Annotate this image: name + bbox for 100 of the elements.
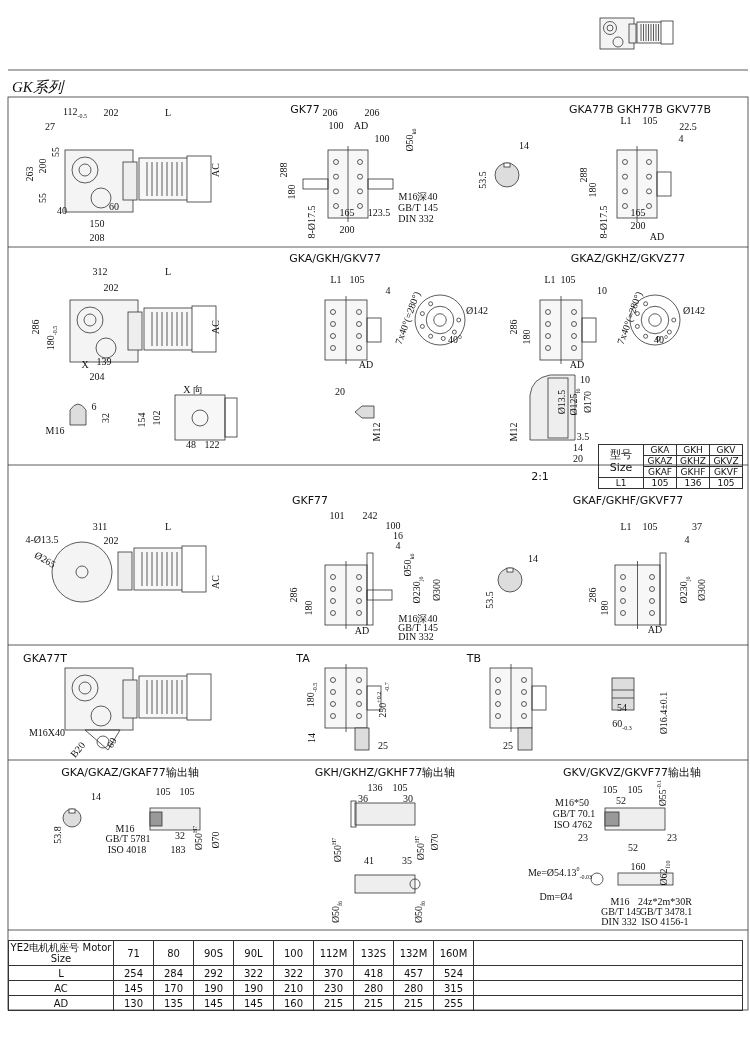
dimension-text: 60$_{-0.3}$ — [612, 719, 632, 731]
dimension-text: 200 — [630, 221, 646, 231]
dimension-text: 53.8 — [53, 826, 63, 844]
dimension-text: M16深40 — [398, 192, 438, 202]
dimension-text: 206 — [322, 108, 338, 118]
dimension-text: 122 — [204, 440, 220, 450]
dimension-text: M16 — [115, 824, 135, 834]
table-cell: AD — [8, 995, 114, 1011]
dimension-text: 10 — [580, 375, 590, 385]
table-cell: 254 — [113, 965, 154, 981]
table-cell: 190 — [193, 980, 234, 996]
dimension-text: 8-Ø17.5 — [307, 205, 317, 239]
view-title: TA — [296, 652, 310, 664]
dimension-text: GB/T 145 — [397, 203, 439, 213]
dimension-text: 101 — [329, 511, 345, 521]
dimension-text: ISO 4762 — [553, 820, 593, 830]
dimension-text: 4 — [684, 535, 690, 545]
dimension-text: Ø300 — [432, 578, 442, 602]
dimension-text: Ø70 — [430, 833, 440, 851]
dimension-text: GB/T 3478.1 — [639, 907, 693, 917]
dimension-text: Ø16.4±0.1 — [659, 691, 669, 735]
dimension-text: 105 — [392, 783, 408, 793]
dimension-text: M12 — [372, 422, 382, 442]
table-cell: 215 — [353, 995, 394, 1011]
dimension-text: 136 — [367, 783, 383, 793]
view-title: GKA/GKAZ/GKAF77输出轴 — [61, 766, 199, 778]
dimension-text: L1 — [544, 275, 556, 285]
dimension-text: 6 — [91, 402, 97, 412]
view-title: GKA77B GKH77B GKV77B — [569, 103, 711, 115]
dimension-text: Ø142 — [682, 306, 706, 316]
dimension-text: 40 — [57, 206, 67, 216]
dimension-text: 36 — [358, 794, 368, 804]
dimension-text: 4-Ø13.5 — [25, 535, 59, 545]
view-title: 2:1 — [531, 470, 549, 482]
dimension-text: 202 — [103, 536, 119, 546]
table-cell: GKH — [676, 444, 710, 456]
dimension-text: 14 — [91, 792, 101, 802]
dimension-text: 105 — [560, 275, 576, 285]
dimension-text: M16 — [45, 426, 65, 436]
dimension-text: 32 — [101, 413, 111, 423]
dimension-text: 102 — [152, 410, 162, 426]
table-cell: 292 — [193, 965, 234, 981]
view-title: GK77 — [290, 103, 320, 115]
dimension-text: 154 — [137, 412, 147, 428]
dimension-text: X — [81, 360, 89, 370]
dimension-text: AD — [354, 626, 370, 636]
dimension-text: 60 — [109, 202, 119, 212]
view-title: TB — [466, 652, 482, 664]
table-cell: 524 — [433, 965, 474, 981]
dimension-text: 160 — [630, 862, 646, 872]
dimension-text: 40° — [448, 335, 462, 345]
dimension-text: 286 — [31, 319, 41, 335]
dimension-text: 180 — [287, 184, 297, 200]
table-cell: 130 — [113, 995, 154, 1011]
dimension-text: 105 — [642, 116, 658, 126]
table-cell: 型号 Size — [598, 444, 644, 478]
dimension-text: 35 — [402, 856, 412, 866]
dimension-text: 20 — [573, 454, 583, 464]
dimension-text: 24z*2m*30R — [638, 897, 692, 907]
table-cell: GKVZ — [709, 455, 743, 467]
table-cell: GKAF — [643, 466, 677, 478]
table-cell: GKA — [643, 444, 677, 456]
dimension-text: 288 — [579, 167, 589, 183]
dimension-text: 206 — [364, 108, 380, 118]
dimension-text: AD — [358, 360, 374, 370]
dimension-text: M16X40 — [28, 728, 66, 738]
table-cell: 457 — [393, 965, 434, 981]
dimension-text: Ø142 — [465, 306, 489, 316]
dimension-text: 165 — [630, 208, 646, 218]
dimension-text: 105 — [155, 787, 171, 797]
table-cell: 105 — [643, 477, 677, 489]
table-cell: 280 — [393, 980, 434, 996]
dimension-text: 183 — [170, 845, 186, 855]
dimension-text: M16深40 — [398, 614, 438, 624]
dimension-text: Ø13.5 — [557, 389, 567, 415]
view-title: GKAZ/GKHZ/GKVZ77 — [570, 252, 686, 264]
dimension-text: X 向 — [183, 385, 203, 395]
dimension-text: 100 — [374, 134, 390, 144]
series-title: GK系列 — [12, 78, 63, 97]
dimension-text: 123.5 — [367, 208, 391, 218]
dimension-text: 150 — [89, 219, 105, 229]
table-cell: 71 — [113, 940, 154, 966]
dimension-text: GB/T 145 — [600, 907, 642, 917]
dimension-text: 180 — [304, 600, 314, 616]
dimension-text: 208 — [89, 233, 105, 243]
dimension-text: DIN 332 — [398, 214, 434, 224]
table-cell: 215 — [313, 995, 354, 1011]
table-cell: 322 — [233, 965, 274, 981]
dimension-text: 16 — [393, 531, 403, 541]
dimension-text: AD — [649, 232, 665, 242]
dimension-text: 311 — [92, 522, 108, 532]
dimension-text: 55 — [38, 193, 48, 203]
dimension-text: L — [164, 108, 172, 118]
dimension-text: 180 — [600, 600, 610, 616]
table-cell: 322 — [273, 965, 314, 981]
table-cell: AC — [8, 980, 114, 996]
table-cell: 315 — [433, 980, 474, 996]
table-cell: 280 — [353, 980, 394, 996]
dimension-text: 3.5 — [576, 432, 590, 442]
table-cell: GKV — [709, 444, 743, 456]
